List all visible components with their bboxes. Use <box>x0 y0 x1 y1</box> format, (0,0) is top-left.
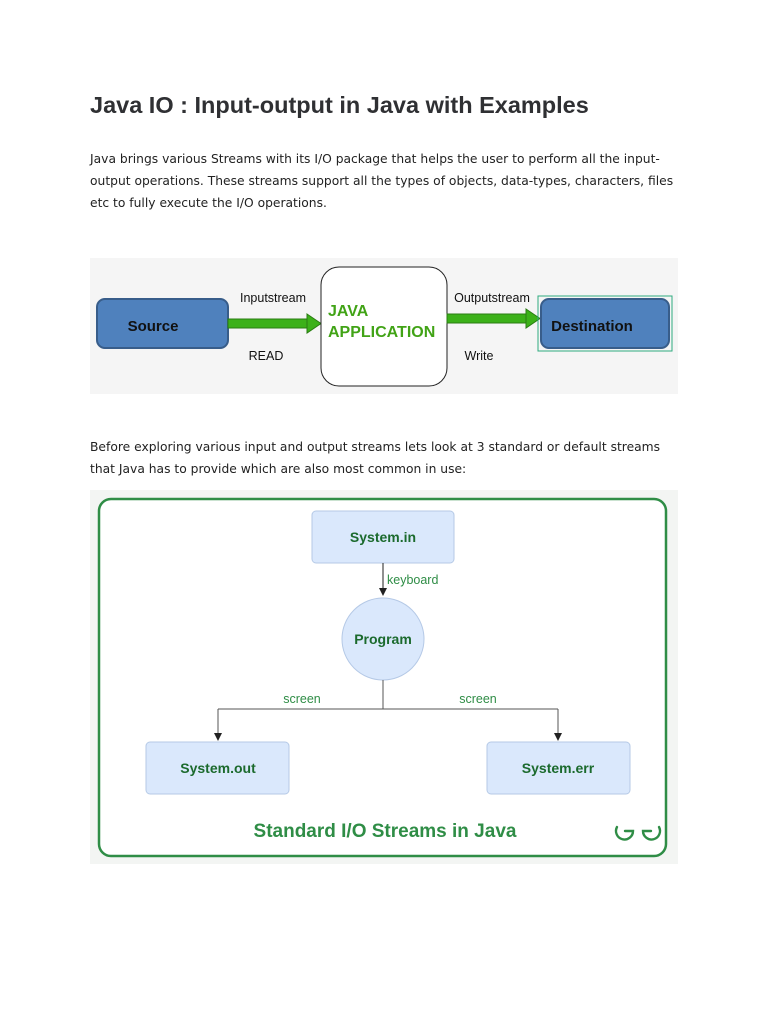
system-out-box <box>145 741 290 795</box>
screen-label-right: screen <box>459 692 497 706</box>
output-arrow <box>446 308 541 329</box>
input-arrow <box>227 313 322 334</box>
outputstream-label: Outputstream <box>454 291 530 305</box>
java-application-line1: JAVA <box>328 303 369 320</box>
java-application-box <box>320 266 448 387</box>
screen-label-left: screen <box>283 692 321 706</box>
inputstream-label: Inputstream <box>240 291 306 305</box>
system-in-label: System.in <box>350 529 416 545</box>
page-title: Java IO : Input-output in Java with Exam… <box>90 92 589 118</box>
intro-paragraph: Java brings various Streams with its I/O… <box>90 152 674 210</box>
geeksforgeeks-logo <box>614 825 662 841</box>
lead-in-paragraph: Before exploring various input and outpu… <box>90 440 661 476</box>
standard-streams-diagram: System.in keyboard Program screen screen… <box>90 490 678 864</box>
source-label: Source <box>128 318 179 335</box>
system-out-label: System.out <box>180 760 256 776</box>
system-err-box <box>486 741 631 795</box>
read-label: READ <box>249 349 284 363</box>
system-err-label: System.err <box>522 760 595 776</box>
java-application-line2: APPLICATION <box>328 324 435 341</box>
program-label: Program <box>354 631 412 647</box>
keyboard-label: keyboard <box>387 573 438 587</box>
destination-label: Destination <box>551 318 633 335</box>
diagram-caption: Standard I/O Streams in Java <box>254 821 517 842</box>
destination-box <box>540 298 670 349</box>
write-label: Write <box>465 349 494 363</box>
io-flow-diagram: Source Inputstream READ JAVA APPLICATION… <box>90 258 678 394</box>
